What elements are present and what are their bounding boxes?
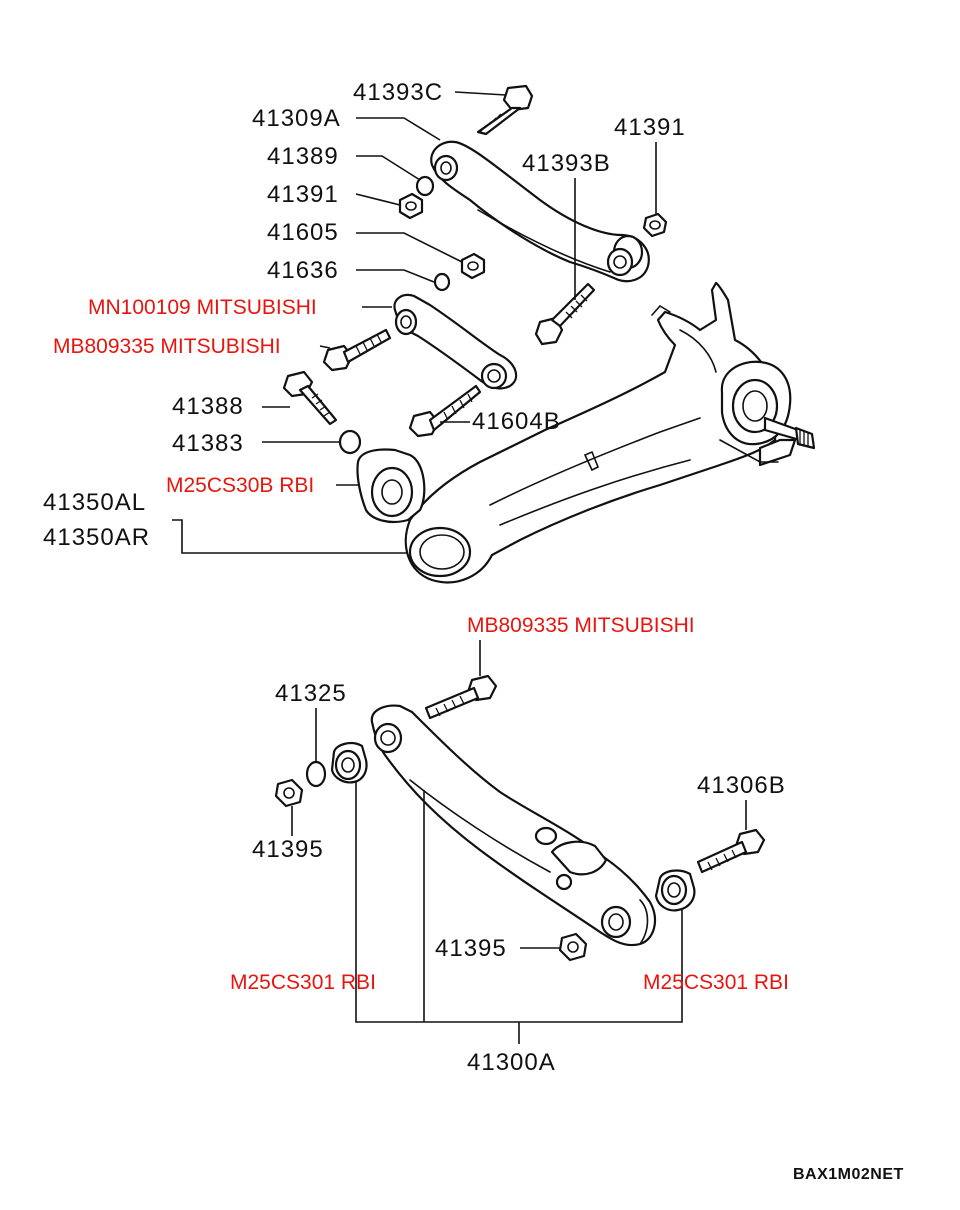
label-41325: 41325 [275, 680, 347, 707]
label-m25cs301-right: M25CS301 RBI [643, 971, 789, 994]
label-m25cs301-left: M25CS301 RBI [230, 971, 376, 994]
nut-41395-right [558, 932, 588, 962]
label-mn100109: MN100109 MITSUBISHI [88, 296, 317, 319]
label-41636: 41636 [267, 257, 339, 284]
bushing-m25cs301-right [654, 869, 696, 912]
watermark: BAX1M02NET [793, 1166, 904, 1183]
washer-41636 [433, 272, 451, 292]
label-mb809335-lower: MB809335 MITSUBISHI [467, 614, 695, 637]
washer-41389 [415, 175, 435, 197]
lower-control-arm [370, 704, 657, 947]
nut-41395-left [274, 778, 304, 808]
bushing-m25cs30b [356, 448, 426, 524]
label-41350ar: 41350AR [43, 524, 151, 551]
label-41383: 41383 [172, 430, 244, 457]
label-41388: 41388 [172, 393, 244, 420]
washer-41383 [338, 429, 362, 455]
label-41605: 41605 [267, 219, 339, 246]
nut-41605 [460, 252, 486, 280]
bolt-41604b [408, 384, 482, 438]
label-41395-left: 41395 [252, 836, 324, 863]
bolt-41393c [476, 84, 534, 136]
bushing-m25cs301-left [330, 742, 368, 784]
label-m25cs30b: M25CS30B RBI [166, 474, 315, 497]
leader-lines-lower [291, 640, 747, 1044]
label-41300a: 41300A [467, 1049, 556, 1076]
label-41350al: 41350AL [43, 489, 147, 516]
label-41389: 41389 [267, 143, 339, 170]
nut-41391-left [398, 192, 424, 220]
label-41604b: 41604B [472, 408, 561, 435]
bolt-41393b [534, 282, 596, 346]
washer-41325 [305, 760, 327, 788]
label-41393c: 41393C [353, 79, 444, 106]
label-41306b: 41306B [697, 772, 786, 799]
label-mb809335-upper: MB809335 MITSUBISHI [53, 335, 281, 358]
bolt-41306b [696, 828, 766, 874]
label-41395-right: 41395 [435, 935, 507, 962]
label-41393b: 41393B [522, 150, 611, 177]
label-41391-left: 41391 [267, 181, 339, 208]
trailing-arm [404, 281, 816, 584]
bolt-mb809335-lower [424, 674, 498, 720]
nut-41391-right [642, 212, 668, 238]
label-41391-right: 41391 [614, 114, 686, 141]
lower-link [393, 293, 518, 390]
leader-lines-upper [172, 91, 657, 554]
label-41309a: 41309A [252, 105, 341, 132]
bolt-41388 [282, 370, 338, 426]
bolt-mb809335-upper [322, 328, 392, 372]
upper-control-arm [430, 140, 650, 283]
